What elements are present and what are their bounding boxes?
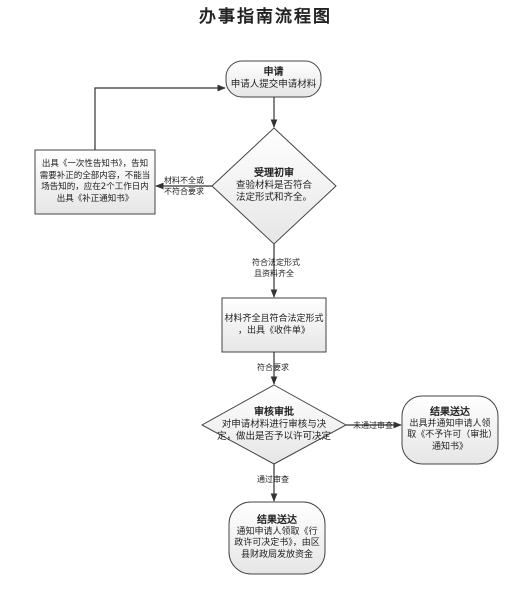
result-heading: 结果送达 — [257, 515, 297, 526]
approve-heading: 审核审批 — [254, 407, 294, 418]
apply-text: 申请人提交申请材料 — [230, 79, 317, 90]
arrow-notice-to-apply — [94, 84, 226, 150]
approve-line-1: 对申请材料进行审核与决 — [221, 419, 327, 430]
receipt-node: 材料齐全且符合法定形式 ，出具《收件单》 — [222, 298, 326, 352]
apply-heading: 申请 — [263, 67, 284, 78]
reject-node: 结果送达 出具并通知申请人领取《不予许可（审批）通知书》 — [406, 399, 494, 461]
label-complete-2: 且资料齐全 — [254, 269, 294, 278]
notice-text: 出具《一次性告知书》，告知需要补正的全部内容，不能当场告知的，应在2个工作日内出… — [39, 159, 151, 204]
notice-node: 出具《一次性告知书》，告知需要补正的全部内容，不能当场告知的，应在2个工作日内出… — [39, 152, 151, 212]
reject-text: 出具并通知申请人领取《不予许可（审批）通知书》 — [407, 418, 493, 452]
label-incomplete-1: 材料不全或 — [164, 176, 204, 185]
page-title: 办事指南流程图 — [199, 7, 332, 27]
label-pass: 通过审查 — [257, 475, 289, 484]
review-node: 受理初审 查验材料是否符合 法定形式和齐全。 — [226, 162, 322, 210]
result-text: 通知申请人领取《行政许可决定书》，由区县财政局发放资金 — [234, 526, 320, 560]
label-meets: 符合要求 — [257, 363, 289, 372]
review-line-2: 法定形式和齐全。 — [235, 192, 312, 203]
apply-node: 申请 申请人提交申请材料 — [226, 61, 321, 97]
result-terminal — [228, 501, 326, 575]
result-node: 结果送达 通知申请人领取《行政许可决定书》，由区县财政局发放资金 — [233, 506, 321, 570]
label-fail: 未通过审查 — [353, 421, 393, 430]
receipt-box — [221, 297, 327, 353]
review-heading: 受理初审 — [254, 168, 294, 179]
receipt-line-1: 材料齐全且符合法定形式 — [224, 314, 324, 324]
approve-line-2: 定，做出是否予以许可决定 — [216, 431, 331, 442]
label-complete-1: 符合法定形式 — [252, 258, 300, 267]
reject-terminal — [401, 395, 499, 465]
review-line-1: 查验材料是否符合 — [235, 180, 312, 191]
label-incomplete-2: 不符合要求 — [164, 187, 204, 196]
receipt-line-2: ，出具《收件单》 — [237, 326, 310, 336]
reject-heading: 结果送达 — [430, 407, 470, 418]
approve-node: 审核审批 对申请材料进行审核与决 定，做出是否予以许可决定 — [214, 400, 334, 450]
